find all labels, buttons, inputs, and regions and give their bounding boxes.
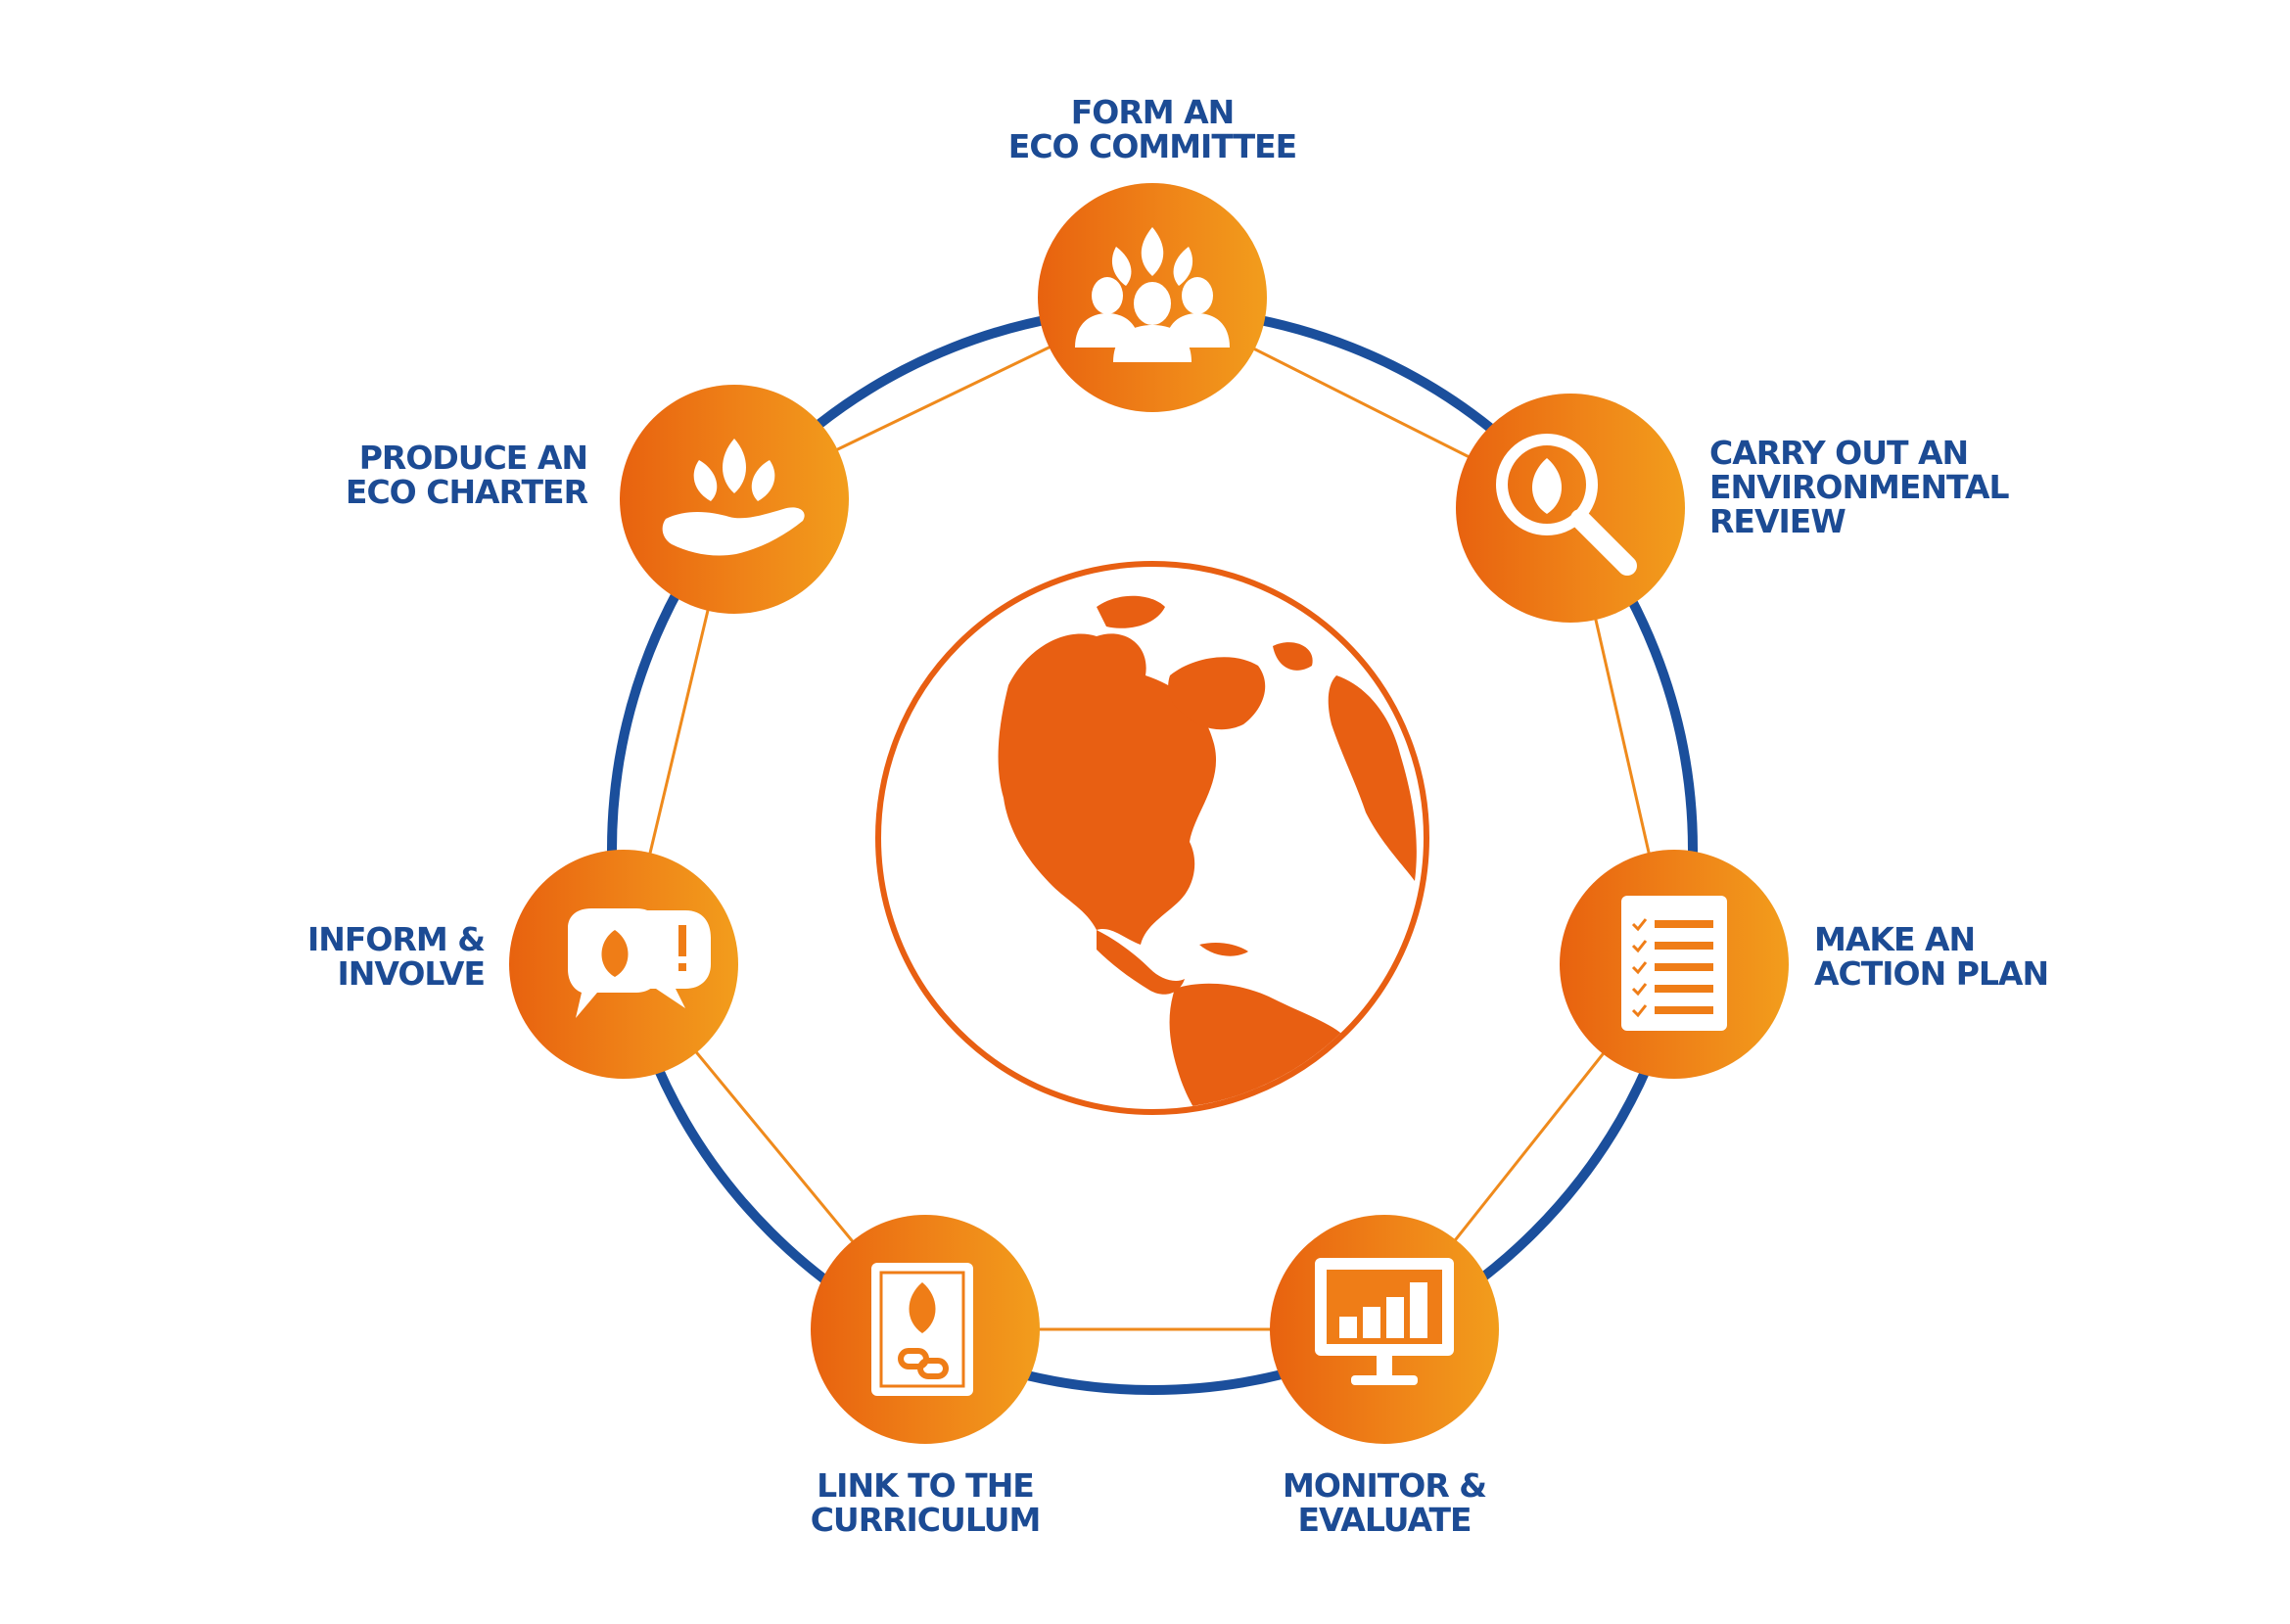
label-line: FORM AN [1070, 93, 1236, 131]
label-line: ECO CHARTER [345, 473, 588, 511]
step-badge-eco-charter [620, 385, 849, 614]
step-label-link-curriculum: LINK TO THE CURRICULUM [798, 1468, 1052, 1537]
label-line: INFORM & [306, 920, 486, 958]
label-line: LINK TO THE [817, 1466, 1035, 1505]
step-badge-action-plan [1560, 850, 1789, 1079]
step-label-eco-charter: PRODUCE AN ECO CHARTER [323, 439, 588, 511]
step-label-monitor-evaluate: MONITOR & EVALUATE [1257, 1468, 1512, 1537]
label-line: EVALUATE [1297, 1501, 1472, 1539]
label-line: ENVIRONMENTAL [1709, 468, 2010, 506]
label-line: INVOLVE [337, 954, 486, 993]
step-badge-environmental-review [1456, 394, 1685, 623]
step-badge-monitor-evaluate [1270, 1215, 1499, 1444]
hand-leaves-icon [662, 439, 805, 556]
label-line: PRODUCE AN [358, 439, 588, 477]
label-line: REVIEW [1709, 502, 1846, 540]
step-label-environmental-review: CARRY OUT AN ENVIRONMENTAL REVIEW [1709, 434, 2010, 540]
step-badge-inform-involve [509, 850, 738, 1079]
checklist-notepad-icon [1621, 896, 1727, 1031]
label-line: ECO COMMITTEE [1007, 127, 1297, 165]
label-line: CARRY OUT AN [1709, 434, 1969, 472]
speech-bubbles-icon [568, 908, 711, 1018]
step-label-action-plan: MAKE AN ACTION PLAN [1814, 920, 2049, 993]
globe-icon [875, 561, 1429, 1115]
team-leaf-icon [1075, 227, 1230, 362]
step-label-form-eco-committee: FORM AN ECO COMMITTEE [1005, 95, 1299, 163]
step-badges [509, 183, 1789, 1444]
label-line: ACTION PLAN [1814, 954, 2049, 993]
book-chain-icon [871, 1263, 973, 1396]
monitor-chart-icon [1315, 1258, 1454, 1385]
step-badge-link-curriculum [811, 1215, 1040, 1444]
step-badge-form-eco-committee [1038, 183, 1267, 412]
step-label-inform-involve: INFORM & INVOLVE [274, 920, 486, 993]
label-line: CURRICULUM [810, 1501, 1042, 1539]
label-line: MONITOR & [1282, 1466, 1487, 1505]
label-line: MAKE AN [1814, 920, 1976, 958]
magnifier-leaf-icon [1496, 434, 1637, 576]
